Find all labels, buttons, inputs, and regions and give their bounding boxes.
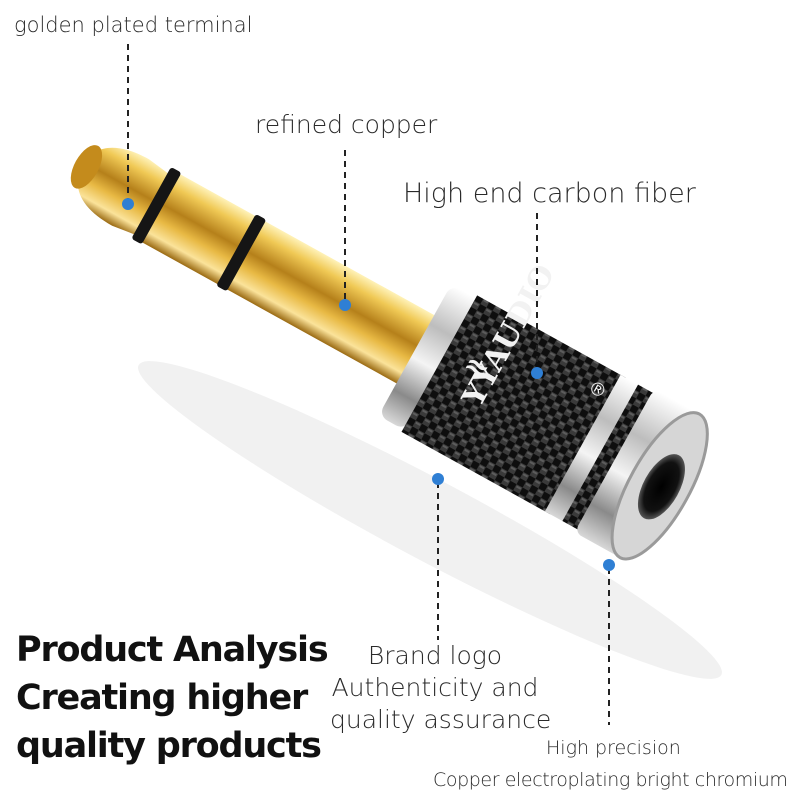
label-chromium-plating: Copper electroplating bright chromium [433,769,788,791]
headline: Product Analysis Creating higher quality… [16,626,329,770]
adapter-plug: ≈ YYAUDIO ® [70,145,709,561]
insulator-ring-1 [132,167,181,244]
dot-copper [339,299,351,311]
brand-label-line-3: quality assurance [330,705,552,734]
chrome-band [544,374,640,523]
gold-shaft [136,171,441,386]
headline-line-3: quality products [16,726,322,766]
dot-terminal [122,198,134,210]
headline-line-1: Product Analysis [16,630,329,670]
carbon-fiber-body [401,295,626,515]
chrome-ring-back [382,288,474,427]
callout-dots [122,198,615,571]
label-brand-logo: Brand logo Authenticity and quality assu… [330,640,552,736]
label-carbon-fiber: High end carbon fiber [403,178,696,209]
jack-hole [637,454,685,520]
tip-end [70,145,103,189]
brand-label-line-2: Authenticity and [331,673,539,702]
label-high-precision: High precision [546,737,681,759]
insulator-ring-2 [217,214,266,291]
dot-precision [603,559,615,571]
callout-lines [127,44,610,725]
dot-carbon [531,367,543,379]
headline-line-2: Creating higher [16,678,308,718]
label-refined-copper: refined copper [255,110,438,139]
drop-shadow [138,361,722,679]
brand-label-line-1: Brand logo [367,641,503,670]
carbon-fiber-rim [562,384,654,530]
dot-brand [432,473,444,485]
label-golden-terminal: golden plated terminal [14,13,253,37]
